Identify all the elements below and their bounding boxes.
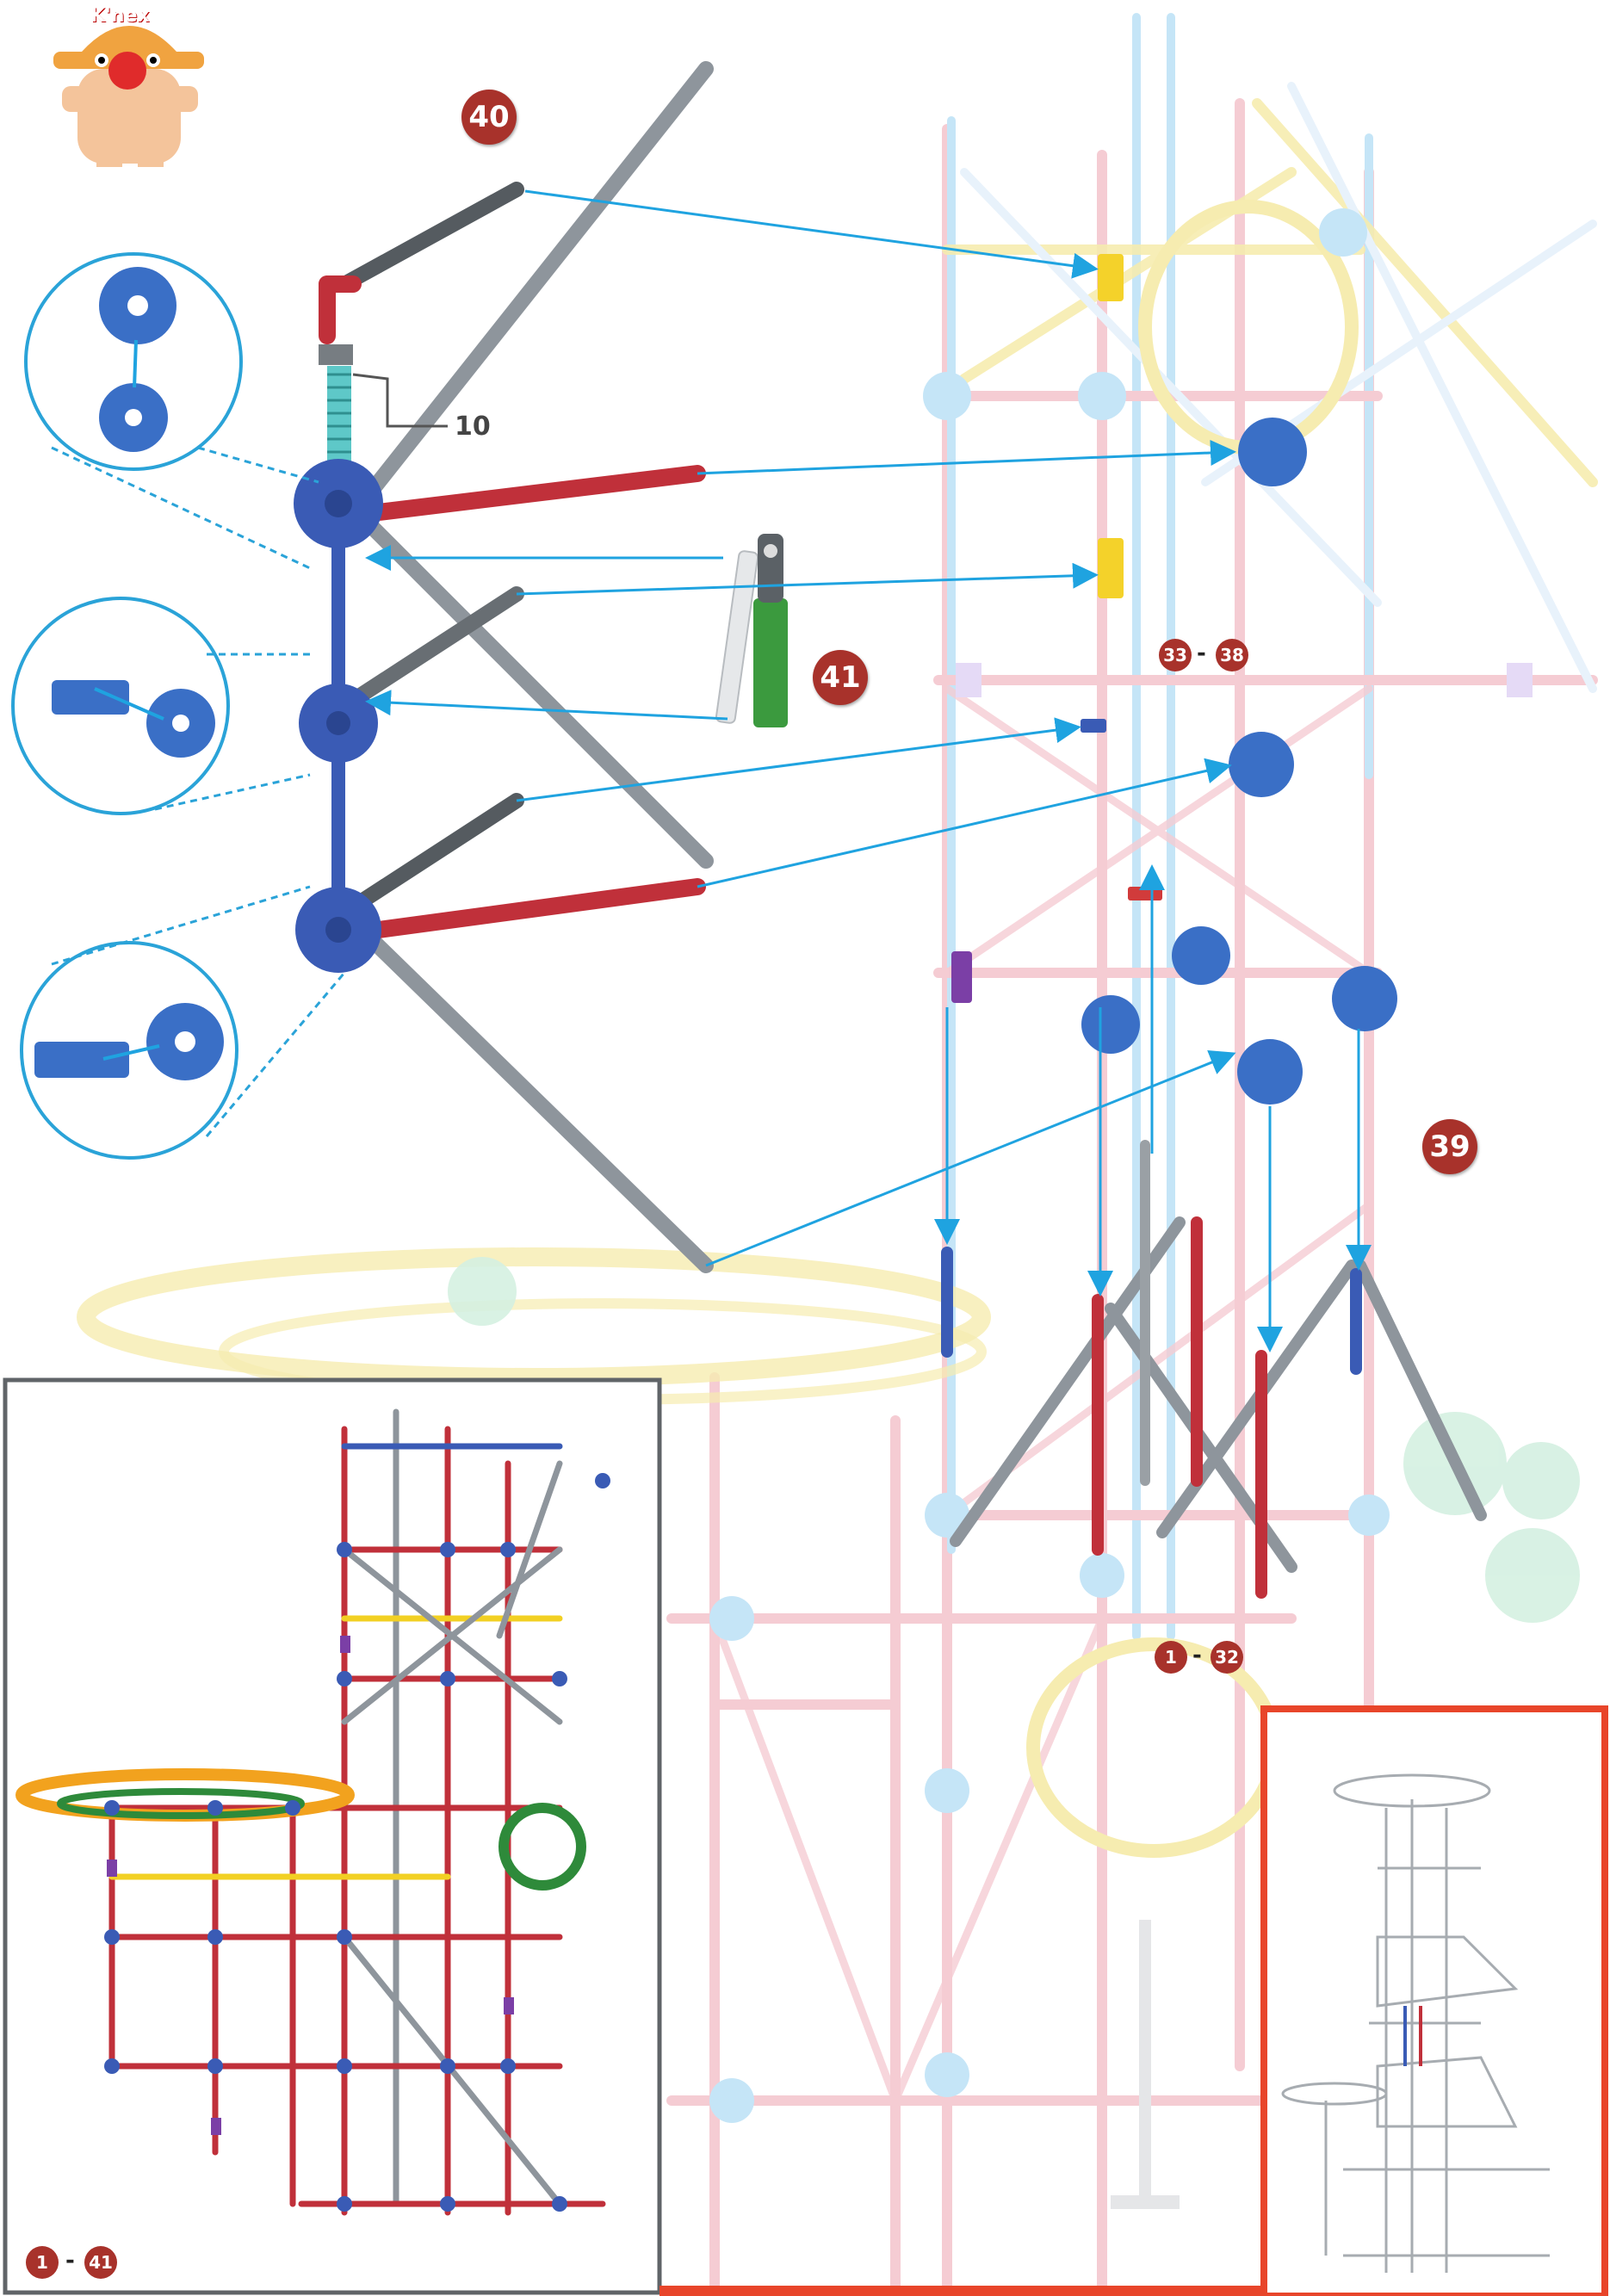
footer-bar [659, 2286, 1262, 2296]
spring-count-label: 10 [455, 412, 491, 442]
step-39-badge: 39 [1422, 1119, 1477, 1174]
range-end-badge-38: 38 [1216, 639, 1248, 671]
range-end-badge-32: 32 [1211, 1641, 1243, 1674]
knex-logo-text: K'nex [90, 5, 150, 27]
range-separator: - [1192, 1643, 1202, 1668]
step-39-assembly [941, 254, 1487, 1599]
range-start-badge-1: 1 [1155, 1641, 1187, 1674]
placement-arrows [365, 189, 1372, 1352]
step-40-badge: 40 [461, 90, 517, 145]
range-start-badge-33: 33 [1159, 639, 1192, 671]
step-41-badge: 41 [813, 650, 868, 705]
overview-end-badge: 41 [84, 2246, 117, 2279]
step-41-green-piece [715, 534, 788, 727]
cyan-coil-spring [327, 366, 351, 469]
overview-separator: - [65, 2248, 75, 2274]
detail-callout-circles [11, 252, 346, 1160]
knex-mascot-logo [53, 26, 204, 167]
overview-start-badge: 1 [26, 2246, 59, 2279]
ghost-tower [77, 13, 1598, 2296]
progress-highlight-panel [1260, 1705, 1608, 2296]
step-40-assembly [294, 61, 714, 1273]
range-separator: - [1197, 641, 1206, 666]
overview-panel [3, 1377, 662, 2295]
